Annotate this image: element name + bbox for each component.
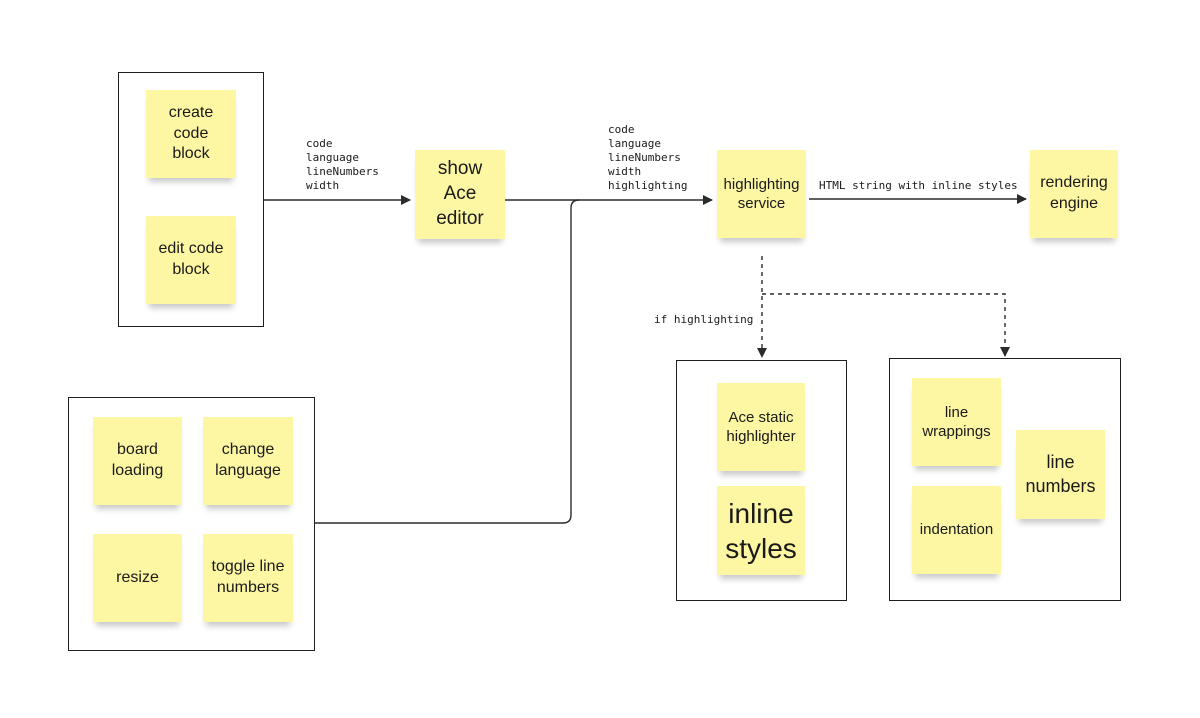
note-indentation: indentation <box>912 486 1001 574</box>
note-toggle-line-numbers: toggle line numbers <box>203 534 293 622</box>
note-ace-static-highlighter: Ace static highlighter <box>717 383 805 471</box>
edge-board-events-to-service <box>315 199 580 524</box>
edge-label-to-renderer: HTML string with inline styles <box>819 179 1018 192</box>
note-show-ace-editor: show Ace editor <box>415 150 505 239</box>
note-change-language: change language <box>203 417 293 505</box>
edge-label-to-editor: code language lineNumbers width <box>306 137 379 192</box>
edge-service-to-formatting <box>762 293 1010 357</box>
note-rendering-engine: rendering engine <box>1030 150 1118 238</box>
note-line-numbers: line numbers <box>1016 430 1105 519</box>
note-create-code-block: create code block <box>146 90 236 178</box>
note-resize: resize <box>93 534 182 622</box>
note-edit-code-block: edit code block <box>146 216 236 304</box>
note-board-loading: board loading <box>93 417 182 505</box>
edge-label-if-highlighting: if highlighting <box>654 313 754 326</box>
note-highlighting-service: highlighting service <box>717 150 806 238</box>
note-inline-styles: inline styles <box>717 486 805 575</box>
edge-label-to-service: code language lineNumbers width highligh… <box>608 123 688 192</box>
note-line-wrappings: line wrappings <box>912 378 1001 466</box>
